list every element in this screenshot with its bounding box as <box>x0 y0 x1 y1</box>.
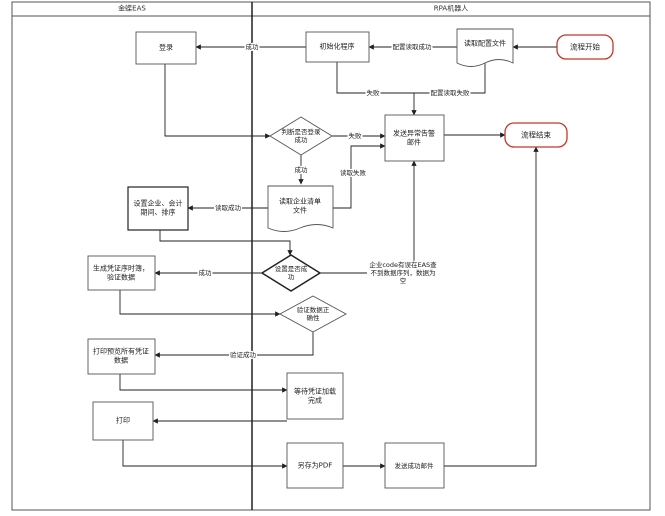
node-gen-sequence-label: 生成凭证序时簿，验证数据 <box>93 264 149 281</box>
node-init-program-label: 初始化程序 <box>319 42 355 51</box>
lane-title-rpa: RPA机器人 <box>433 4 469 13</box>
node-login <box>135 31 197 65</box>
node-print-all <box>87 338 156 375</box>
edge-label-init-fail: 失败 <box>365 88 381 98</box>
edge-gen-to-verify <box>119 290 281 317</box>
node-login-label: 登录 <box>159 43 173 52</box>
edge-label-login-fail: 失败 <box>347 131 363 141</box>
node-send-error-mail <box>384 114 445 162</box>
node-verify-data <box>279 295 347 333</box>
node-print-all-label: 打印预览所有凭证数据 <box>93 347 149 364</box>
edge-label-setting-error: 企业code有误在EAS查不到数据序列，数据为空 <box>367 260 439 286</box>
edge-success-mail-to-end <box>444 146 539 467</box>
edge-label-read-success: 读取成功 <box>214 203 242 213</box>
node-read-config <box>456 28 514 67</box>
node-send-success-mail <box>384 442 445 489</box>
node-verify-data-label: 验证数据正确性 <box>296 305 330 322</box>
swimlane-frame <box>11 1 651 511</box>
node-set-company <box>127 186 189 231</box>
node-end-label: 流程结束 <box>521 130 551 140</box>
node-send-error-mail-label: 发送异常告警邮件 <box>393 129 435 146</box>
node-save-pdf-label: 另存为PDF <box>297 461 333 470</box>
edge-label-read-fail: 读取失败 <box>339 168 367 178</box>
edge-label-login-success: 成功 <box>293 165 309 175</box>
node-check-login <box>269 116 333 156</box>
node-check-setting-label: 设置是否成功 <box>274 264 308 281</box>
node-start-label: 流程开始 <box>570 42 600 52</box>
node-save-pdf <box>286 442 344 489</box>
edge-label-init-success: 成功 <box>244 42 260 52</box>
node-send-success-mail-label: 发送成功邮件 <box>394 461 434 470</box>
node-check-login-label: 判断是否登录成功 <box>281 127 321 144</box>
node-print <box>92 401 154 441</box>
edge-label-verify-success: 验证成功 <box>229 350 257 360</box>
node-init-program <box>305 31 370 63</box>
edge-label-config-fail: 配置读取失败 <box>429 88 471 98</box>
lane-title-eas: 金蝶EAS <box>118 4 146 13</box>
node-check-setting <box>260 254 322 292</box>
edge-label-setting-success: 成功 <box>197 268 213 278</box>
node-print-label: 打印 <box>116 416 130 425</box>
edge-init-fail <box>336 62 414 94</box>
node-set-company-label: 设置企业、会计期间、排序 <box>133 199 183 216</box>
node-read-config-label: 读取配置文件 <box>464 39 506 48</box>
node-read-company-list <box>267 185 334 232</box>
node-end <box>504 122 568 148</box>
node-wait-load <box>286 372 344 420</box>
edge-setting-error <box>320 160 417 274</box>
edge-login-to-check <box>164 64 271 139</box>
edge-label-config-success: 配置读取成功 <box>391 42 433 52</box>
edge-print-to-pdf <box>122 440 288 469</box>
node-start <box>556 34 614 60</box>
node-read-company-list-label: 读取企业清单文件 <box>279 197 321 214</box>
edge-print-all-to-wait <box>119 374 288 393</box>
edge-verify-success <box>154 332 314 358</box>
edge-company-to-setting <box>159 230 293 256</box>
node-wait-load-label: 等待凭证加载完成 <box>294 387 336 404</box>
node-gen-sequence <box>87 255 156 291</box>
